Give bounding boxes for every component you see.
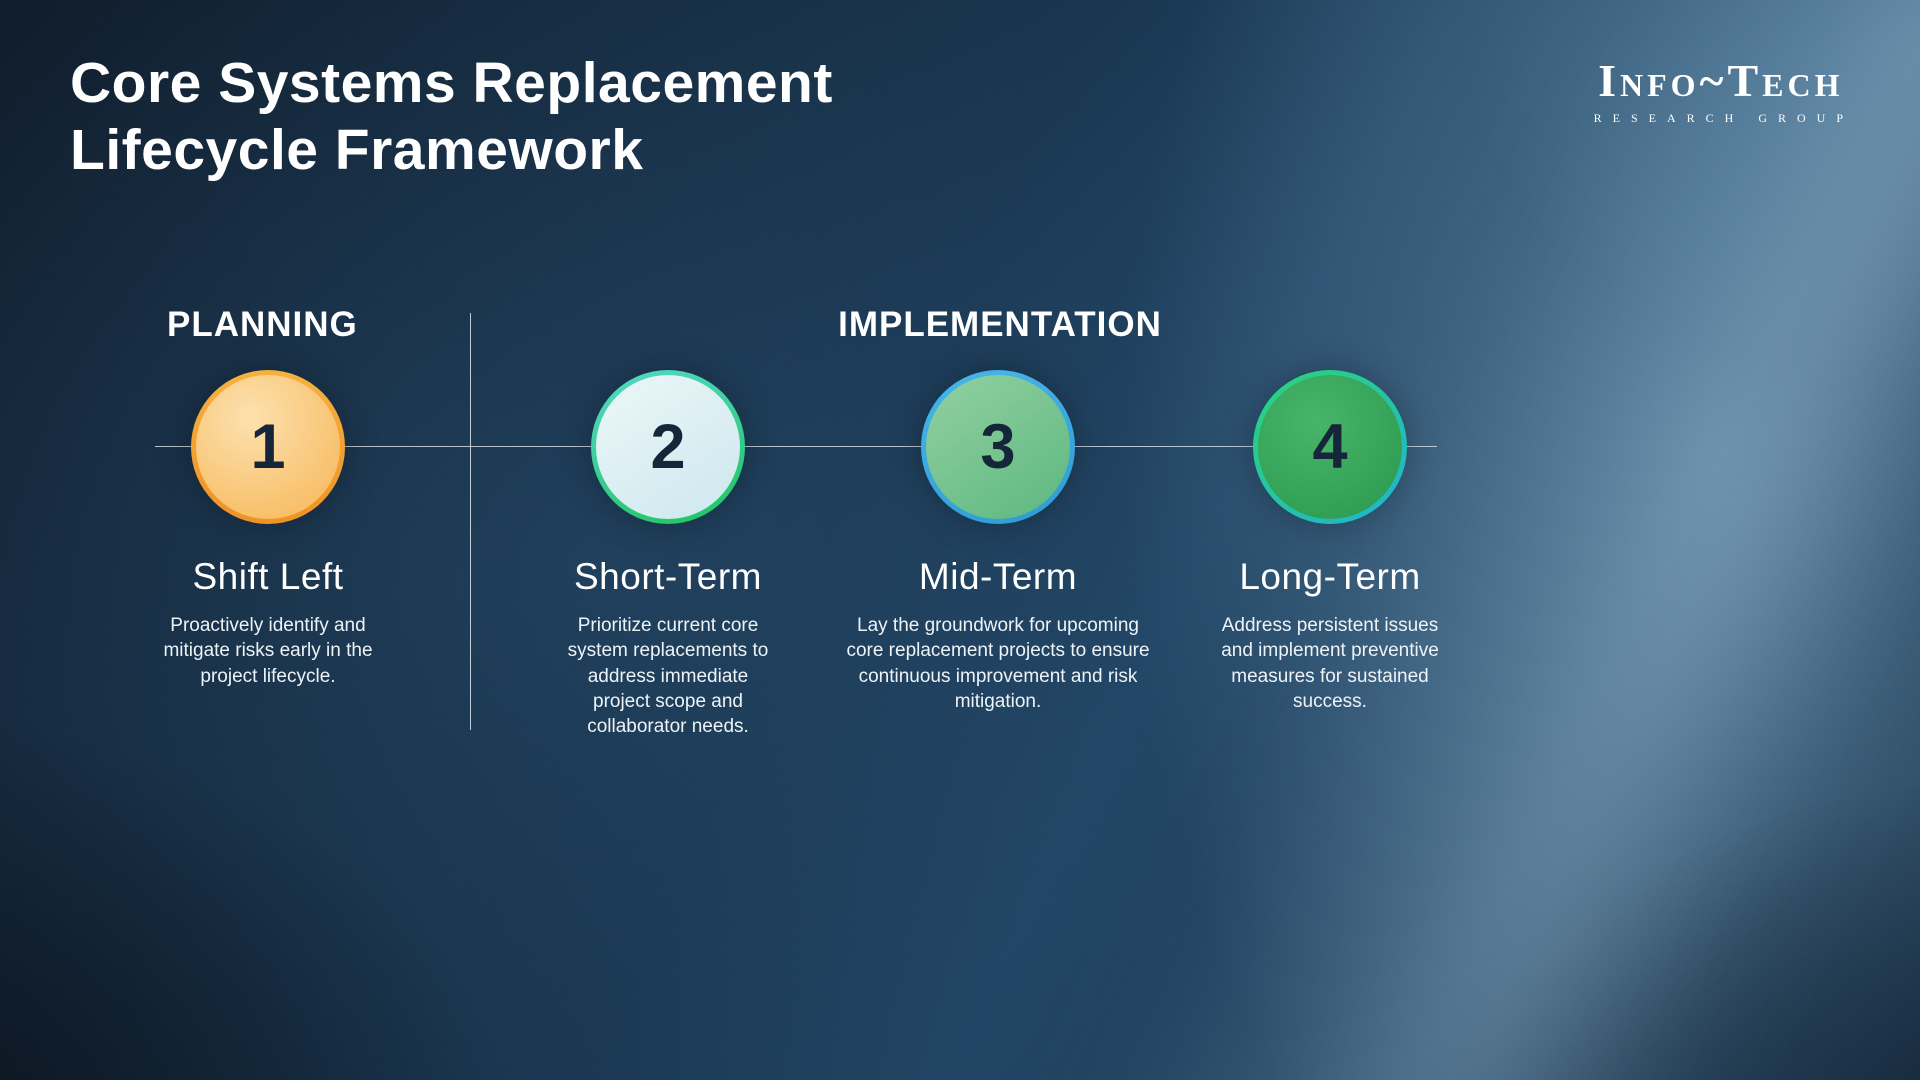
infotech-logo-wordmark: Info~Tech <box>1598 55 1844 106</box>
step-circle-4-fill: 4 <box>1258 375 1402 519</box>
step-description-3: Lay the groundwork for upcoming core rep… <box>846 615 1150 712</box>
infotech-logo: Info~Tech RESEARCH GROUP <box>1588 58 1854 126</box>
phase-label-implementation: IMPLEMENTATION <box>838 305 1162 344</box>
page-title: Core Systems Replacement Lifecycle Frame… <box>70 50 833 183</box>
step-title-1: Shift Left <box>192 556 344 597</box>
step-description-2: Prioritize current core system replaceme… <box>567 615 769 738</box>
step-text-4: Long-Term Address persistent issues and … <box>1150 556 1510 714</box>
step-title-3: Mid-Term <box>918 556 1078 597</box>
page-title-line-1: Core Systems Replacement <box>70 51 833 115</box>
step-circle-4: 4 <box>1253 370 1407 524</box>
phase-divider-line <box>470 313 471 730</box>
step-description-1: Proactively identify and mitigate risks … <box>163 615 373 687</box>
timeline-axis-line <box>155 446 1437 447</box>
step-circle-3-fill: 3 <box>926 375 1070 519</box>
step-circle-3: 3 <box>921 370 1075 524</box>
step-circle-1-fill: 1 <box>196 375 340 519</box>
step-circle-1: 1 <box>191 370 345 524</box>
step-text-3: Mid-Term Lay the groundwork for upcoming… <box>818 556 1178 714</box>
phase-label-planning: PLANNING <box>167 305 358 344</box>
step-circle-2: 2 <box>591 370 745 524</box>
infotech-logo-subtext: RESEARCH GROUP <box>1593 111 1854 125</box>
step-description-4: Address persistent issues and implement … <box>1221 615 1439 712</box>
page-title-line-2: Lifecycle Framework <box>70 117 644 182</box>
step-text-2: Short-Term Prioritize current core syste… <box>488 556 848 739</box>
step-number-1: 1 <box>250 412 286 482</box>
step-text-1: Shift Left Proactively identify and miti… <box>88 556 448 689</box>
step-number-2: 2 <box>650 412 686 482</box>
step-number-3: 3 <box>980 412 1016 482</box>
step-title-2: Short-Term <box>574 556 762 597</box>
step-number-4: 4 <box>1312 412 1348 482</box>
step-circle-2-fill: 2 <box>596 375 740 519</box>
step-title-4: Long-Term <box>1239 556 1421 597</box>
